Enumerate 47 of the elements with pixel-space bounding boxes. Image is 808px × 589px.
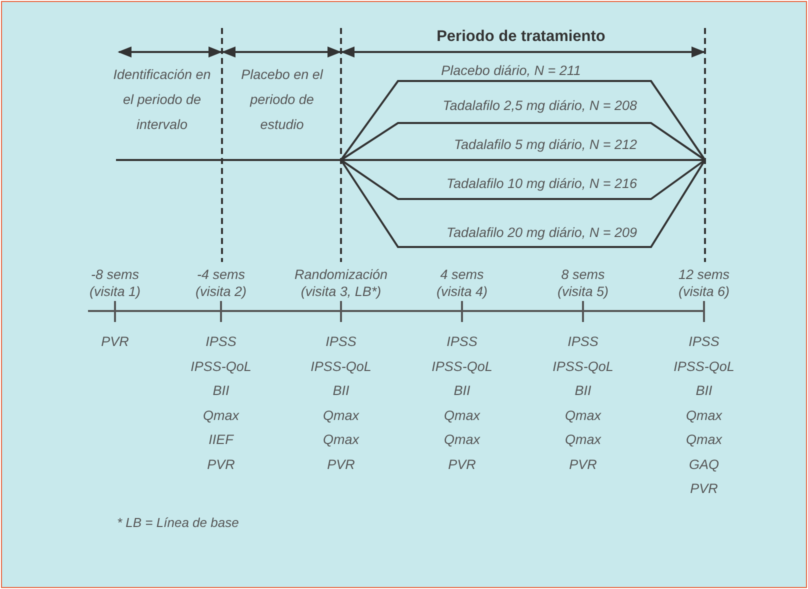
assessment-label: Qmax [686, 431, 722, 448]
assessment-label: PVR [327, 456, 355, 472]
assessment-label: Qmax [203, 406, 239, 424]
visit-label: 4 sems (visita 4) [435, 266, 488, 300]
assessment-label: Qmax [444, 406, 480, 424]
visit-label: 8 sems (visita 5) [556, 266, 610, 300]
assessment-label: IPSS [688, 333, 720, 350]
assessment-label: BII [696, 382, 712, 399]
arm-label: Tadalafilo 5 mg diário, N = 212 [454, 136, 637, 153]
visit-label: Randomización (visita 3, LB*) [293, 266, 389, 300]
assessment-label: IPSS [568, 333, 598, 350]
assessment-label: Qmax [686, 406, 722, 424]
arm-label: Placebo diário, N = 211 [441, 62, 581, 79]
assessment-label: IPSS-QoL [674, 358, 734, 374]
assessment-label: BII [454, 382, 470, 399]
arm-label: Tadalafilo 10 mg diário, N = 216 [446, 175, 637, 192]
assessment-label: IPSS-QoL [552, 358, 614, 374]
assessment-label: IPSS [206, 333, 236, 350]
period-label: Placebo en el periodo de estudio [240, 66, 324, 134]
assessment-label: PVR [101, 333, 129, 350]
assessment-label: IIEF [208, 431, 234, 448]
assessment-label: Qmax [565, 406, 601, 424]
assessment-label: IPSS-QoL [432, 358, 492, 374]
period-label: Identificación en el periodo de intervalo [112, 66, 212, 134]
assessment-label: BII [212, 382, 230, 399]
arm-label: Tadalafilo 2,5 mg diário, N = 208 [442, 97, 637, 114]
assessment-label: PVR [690, 480, 718, 497]
assessment-label: PVR [569, 456, 597, 472]
footnote: * LB = Línea de base [117, 514, 239, 531]
assessment-label: PVR [448, 456, 476, 472]
assessment-label: Qmax [323, 431, 359, 448]
assessment-label: Qmax [444, 431, 480, 448]
assessment-label: BII [332, 382, 350, 399]
assessment-label: Qmax [323, 406, 359, 424]
assessment-label: IPSS [446, 333, 478, 350]
visit-label: -8 sems (visita 1) [88, 266, 142, 300]
assessment-label: BII [574, 382, 592, 399]
period-heading: Periodo de tratamiento [436, 28, 606, 45]
arm-label: Tadalafilo 20 mg diário, N = 209 [446, 224, 637, 241]
assessment-label: IPSS-QoL [310, 358, 372, 374]
assessment-label: Qmax [565, 431, 601, 448]
assessment-label: IPSS [326, 333, 356, 350]
assessment-label: GAQ [689, 456, 719, 472]
visit-label: 12 sems (visita 6) [677, 266, 731, 300]
visit-label: -4 sems (visita 2) [194, 266, 248, 300]
assessment-label: PVR [207, 456, 235, 472]
assessment-label: IPSS-QoL [190, 358, 252, 374]
